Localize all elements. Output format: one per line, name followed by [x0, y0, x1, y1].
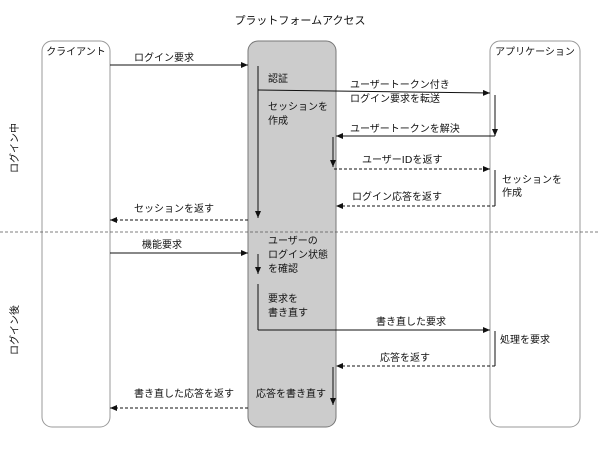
arrow-forward-token	[257, 89, 491, 96]
msg-feature-request: 機能要求	[142, 238, 182, 251]
application-lane-label: アプリケーション	[495, 46, 575, 58]
phase-label-after: ログイン後	[8, 305, 21, 355]
diagram-title: プラットフォームアクセス	[234, 14, 365, 27]
msg-return-userid: ユーザーIDを返す	[362, 154, 442, 166]
application-lane	[489, 40, 581, 428]
msg-return-response: 応答を返す	[380, 351, 430, 364]
msg-check-login-2: ログイン状態	[268, 248, 328, 261]
platform-lane	[247, 40, 337, 428]
msg-app-session-2: 作成	[502, 187, 522, 199]
msg-forward-token-1: ユーザートークン付き	[350, 78, 450, 91]
msg-process-request: 処理を要求	[500, 333, 550, 346]
client-lane-label: クライアント	[46, 46, 106, 58]
msg-check-login-1: ユーザーの	[268, 235, 318, 247]
msg-return-rewritten-response: 書き直した応答を返す	[134, 387, 234, 400]
msg-rewrite-request-1: 要求を	[268, 293, 298, 305]
client-lane	[41, 40, 111, 428]
msg-rewrite-response: 応答を書き直す	[256, 387, 326, 400]
msg-login-request: ログイン要求	[134, 51, 194, 64]
msg-app-session-1: セッションを	[502, 174, 562, 186]
msg-create-session-1: セッションを	[268, 101, 328, 113]
msg-resolve-token: ユーザートークンを解決	[350, 122, 460, 135]
msg-return-session: セッションを返す	[134, 203, 214, 215]
phase-label-during: ログイン中	[8, 123, 21, 173]
msg-rewrite-request-2: 書き直す	[268, 306, 308, 319]
msg-forward-token-2: ログイン要求を転送	[350, 92, 440, 105]
msg-rewritten-request: 書き直した要求	[376, 315, 446, 328]
msg-return-login-response: ログイン応答を返す	[352, 190, 442, 203]
msg-check-login-3: を確認	[268, 262, 298, 275]
msg-auth: 認証	[268, 72, 288, 85]
msg-create-session-2: 作成	[268, 115, 288, 127]
